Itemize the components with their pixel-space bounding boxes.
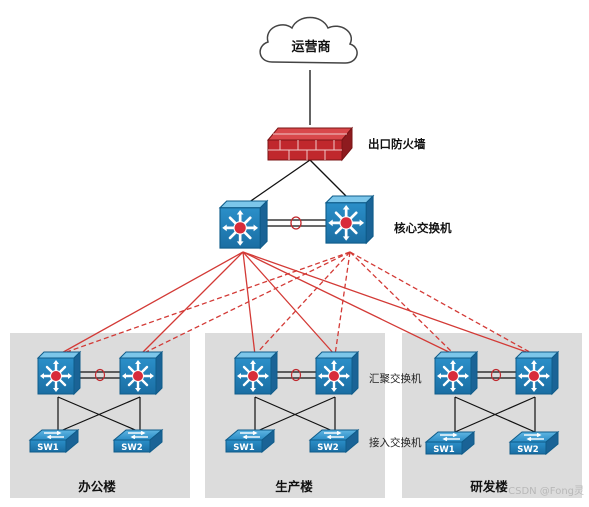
office-sw2-label: SW2	[121, 443, 142, 453]
production-agg-switch-2-icon	[314, 350, 360, 396]
building-rnd-name: 研发楼	[470, 479, 508, 494]
office-internal-links	[57, 371, 141, 433]
rnd-internal-links	[454, 371, 536, 433]
production-agg-switch-1-icon	[233, 350, 279, 396]
core-uplinks-solid	[57, 251, 536, 356]
office-sw1-label: SW1	[37, 443, 58, 453]
production-sw2-label: SW2	[317, 443, 338, 453]
core-switch-1-icon	[218, 199, 269, 250]
cloud-icon	[259, 16, 358, 64]
office-agg-switch-1-icon	[36, 350, 82, 396]
rnd-agg-switch-1-icon	[433, 350, 479, 396]
core-label: 核心交换机	[394, 221, 452, 235]
rnd-agg-switch-2-icon	[514, 350, 560, 396]
aggregation-label: 汇聚交换机	[369, 372, 422, 385]
firewall-icon	[266, 126, 354, 162]
firewall-label: 出口防火墙	[368, 137, 426, 151]
production-internal-links	[254, 371, 336, 433]
core-uplinks-dashed	[57, 251, 536, 356]
core-stack-ring	[290, 216, 302, 230]
office-agg-switch-2-icon	[118, 350, 164, 396]
rnd-sw2-label: SW2	[517, 445, 538, 455]
firewall-core1-link	[244, 159, 311, 206]
production-sw1-label: SW1	[233, 443, 254, 453]
production-stack-ring	[290, 368, 302, 382]
cloud-label: 运营商	[291, 39, 330, 55]
building-production-name: 生产楼	[275, 479, 313, 494]
rnd-sw1-label: SW1	[433, 445, 454, 455]
core-stack-link	[265, 219, 327, 227]
firewall-core2-link	[309, 159, 351, 201]
rnd-stack-ring	[490, 368, 502, 382]
office-stack-ring	[94, 368, 106, 382]
building-office-name: 办公楼	[78, 479, 116, 494]
watermark: CSDN @Fong灵	[508, 485, 584, 497]
core-switch-2-icon	[324, 194, 375, 245]
access-label: 接入交换机	[369, 436, 422, 449]
